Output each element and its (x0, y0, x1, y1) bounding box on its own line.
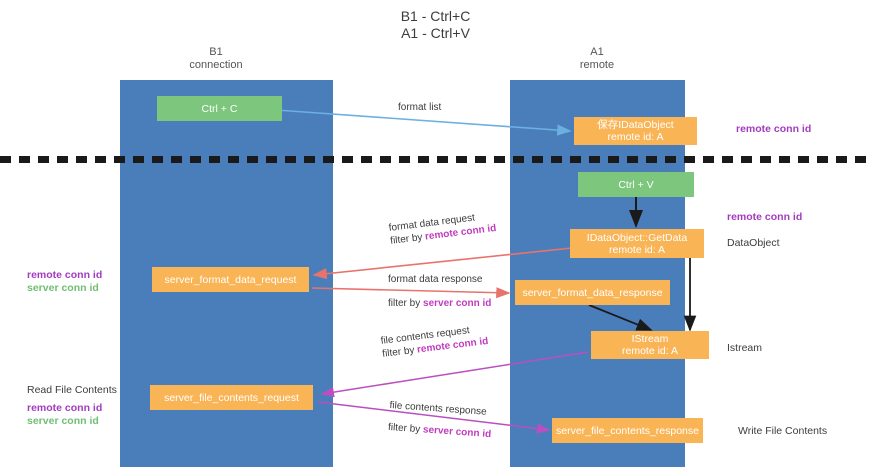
node-getdata-line1: IDataObject::GetData (586, 231, 688, 244)
title-line-1: B1 - Ctrl+C (400, 8, 471, 24)
edge-label-format-data-response: format data response filter by server co… (388, 273, 491, 310)
node-server-format-data-request: server_format_data_request (152, 267, 309, 292)
arrow-format-data-request (312, 247, 573, 280)
edge-label-format-list-text: format list (398, 102, 442, 113)
right-column-header: A1 remote (537, 46, 657, 72)
node-ctrl-c: Ctrl + C (157, 96, 282, 121)
node-server-file-contents-request: server_file_contents_request (150, 385, 313, 410)
filter-keyword-server-conn-id: server conn id (423, 298, 492, 309)
edge-label-format-data-response-filter: filter by server conn id (388, 297, 491, 310)
side-label-left-conn-ids-mid: remote conn id server conn id (27, 269, 102, 295)
side-label-write-file-contents-text: Write File Contents (738, 425, 828, 437)
node-dataobject-remote-line1: 保存IDataObject (597, 119, 674, 131)
node-getdata: IDataObject::GetData remote id: A (570, 229, 704, 258)
filter-prefix: filter by (387, 421, 424, 436)
node-ctrl-v: Ctrl + V (578, 172, 694, 197)
edge-label-file-contents-response: file contents response filter by server … (388, 399, 494, 441)
side-label-read-file-contents-text: Read File Contents (27, 384, 117, 396)
side-label-istream: Istream (727, 342, 762, 355)
node-ctrl-c-label: Ctrl + C (201, 102, 238, 115)
title-line-2: A1 - Ctrl+V (401, 25, 470, 41)
side-label-dataobject-text: DataObject (727, 237, 780, 249)
side-label-remote-conn-id-mid-text: remote conn id (727, 211, 803, 223)
node-server-format-data-request-label: server_format_data_request (164, 273, 297, 286)
arrow-format-data-response (311, 287, 511, 299)
diagram-title: B1 - Ctrl+C A1 - Ctrl+V (0, 8, 871, 42)
side-label-write-file-contents: Write File Contents (738, 425, 827, 438)
right-column-header-line2: remote (579, 59, 615, 71)
side-label-remote-conn-id-top-text: remote conn id (736, 123, 812, 135)
side-label-left-remote-conn-id-bottom: remote conn id (27, 402, 103, 414)
edge-label-format-data-response-main: format data response (388, 274, 483, 285)
side-label-remote-conn-id-mid: remote conn id (727, 211, 802, 224)
side-label-istream-text: Istream (727, 342, 763, 354)
node-getdata-line2: remote id: A (608, 243, 666, 256)
left-column-header-line2: connection (189, 59, 243, 71)
left-column-header-line1: B1 (209, 46, 223, 58)
arrow-file-contents-response (317, 401, 551, 434)
filter-prefix: filter by (388, 298, 424, 309)
side-label-remote-conn-id-top: remote conn id (736, 123, 811, 136)
node-server-format-data-response-label: server_format_data_response (522, 286, 663, 299)
edge-label-format-list: format list (398, 101, 441, 114)
arrow-response-to-istream (588, 304, 653, 331)
node-ctrl-v-label: Ctrl + V (618, 178, 654, 191)
node-server-file-contents-request-label: server_file_contents_request (164, 391, 299, 404)
left-column-header: B1 connection (156, 46, 276, 72)
node-dataobject-remote-line2: remote id: A (607, 131, 664, 143)
node-dataobject-remote: 保存IDataObject remote id: A (574, 117, 697, 145)
side-label-left-remote-conn-id-mid: remote conn id (27, 269, 103, 281)
side-label-dataobject: DataObject (727, 237, 780, 250)
node-istream: IStream remote id: A (591, 331, 709, 359)
node-server-file-contents-response-label: server_file_contents_response (555, 424, 699, 437)
node-istream-line1: IStream (631, 333, 669, 345)
side-label-left-server-conn-id-bottom: server conn id (27, 415, 99, 427)
node-server-format-data-response: server_format_data_response (515, 280, 670, 305)
side-label-left-server-conn-id-mid: server conn id (27, 282, 99, 294)
arrow-file-contents-request (320, 351, 589, 398)
arrow-format-list (275, 109, 572, 136)
node-istream-line2: remote id: A (621, 345, 679, 357)
right-column-header-line1: A1 (590, 46, 604, 58)
node-server-file-contents-response: server_file_contents_response (552, 418, 703, 443)
side-label-read-file-contents: Read File Contents (27, 384, 117, 397)
section-divider (0, 156, 871, 163)
side-label-left-conn-ids-bottom: remote conn id server conn id (27, 402, 102, 428)
